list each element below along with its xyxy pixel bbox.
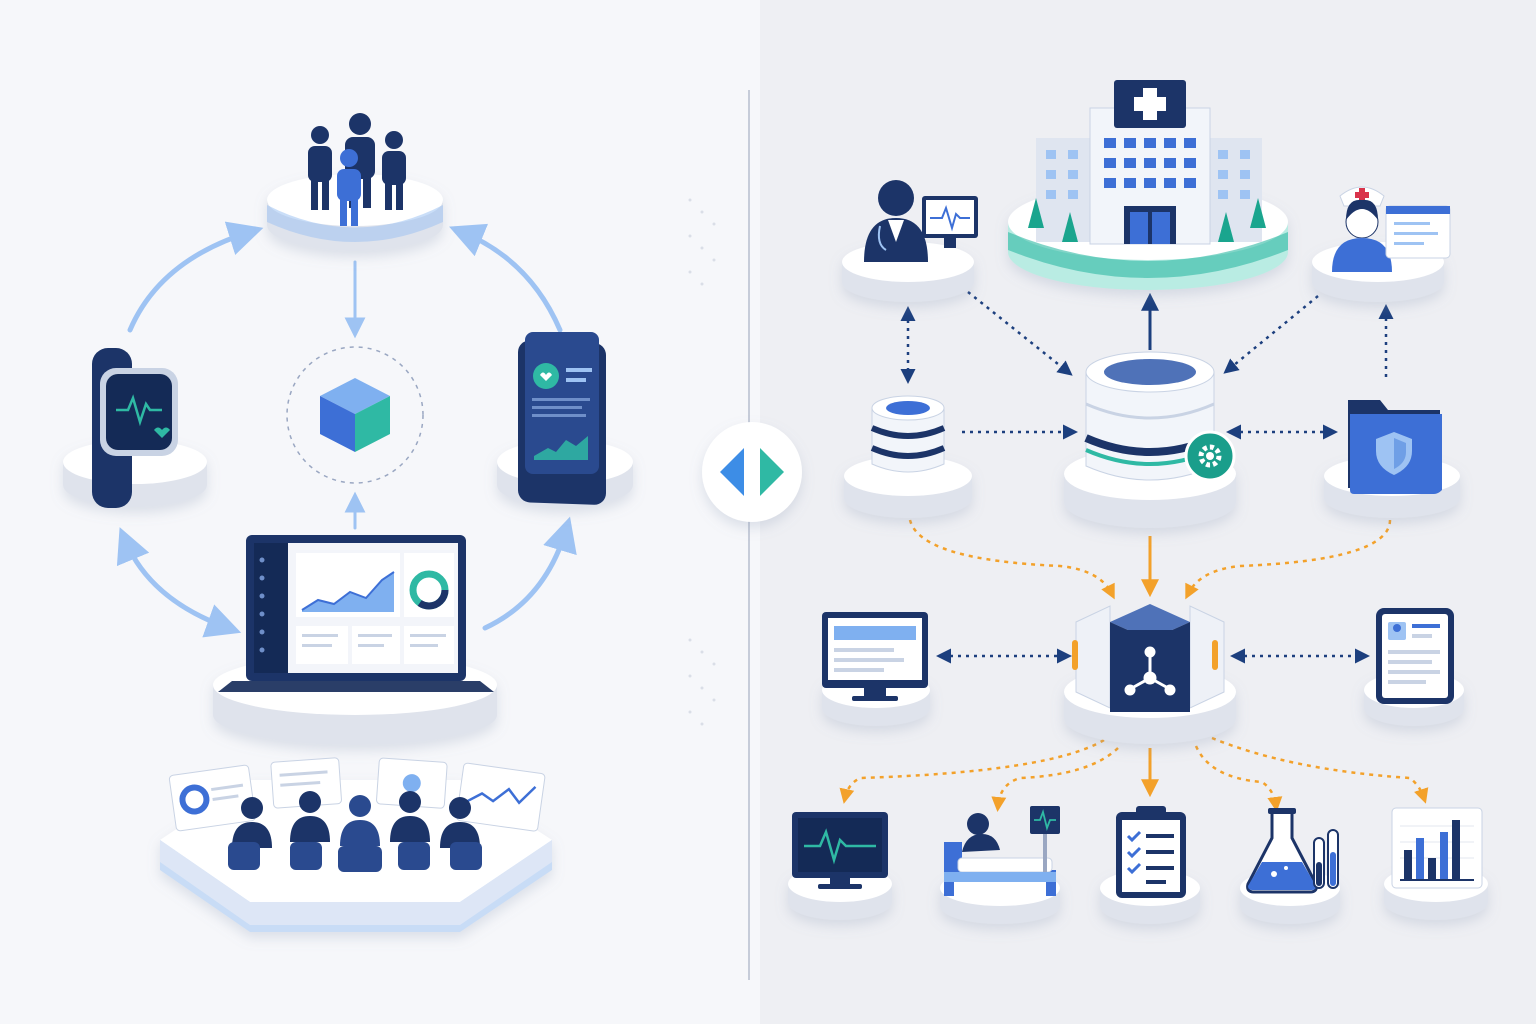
right-panel bbox=[788, 80, 1488, 924]
orange-connectors bbox=[839, 519, 1429, 812]
smartwatch-icon bbox=[92, 348, 178, 508]
desktop-record-icon bbox=[822, 612, 928, 701]
checklist-clipboard-icon bbox=[1116, 806, 1186, 898]
vital-monitor-icon bbox=[792, 812, 888, 889]
lab-flask-icon bbox=[1246, 808, 1339, 894]
left-right-arrows-icon bbox=[720, 448, 784, 496]
integration-hub-icon bbox=[1072, 604, 1225, 712]
hospital-icon bbox=[1028, 80, 1266, 245]
meeting-screens bbox=[168, 757, 546, 832]
secure-folder-icon bbox=[1348, 400, 1442, 494]
nurse-icon bbox=[1332, 186, 1451, 272]
left-panel bbox=[63, 113, 716, 932]
dot-texture bbox=[688, 198, 716, 726]
center-switch bbox=[702, 422, 802, 522]
database-icon bbox=[870, 395, 946, 473]
cube-icon bbox=[320, 378, 390, 452]
cube-dashed-ring bbox=[286, 346, 424, 484]
laptop-dashboard-icon bbox=[218, 535, 494, 692]
central-database-gear-icon bbox=[1084, 351, 1236, 482]
navy-connectors bbox=[900, 291, 1394, 664]
smartphone-health-app-icon bbox=[518, 332, 606, 505]
hospital-bed-icon bbox=[944, 806, 1060, 896]
tablet-profile-icon bbox=[1376, 608, 1454, 704]
doctor-icon bbox=[864, 180, 978, 262]
cycle-arrows bbox=[116, 221, 577, 638]
team-meeting-icon bbox=[228, 791, 482, 872]
bar-chart-icon bbox=[1391, 807, 1483, 889]
people-group-icon bbox=[308, 113, 406, 226]
